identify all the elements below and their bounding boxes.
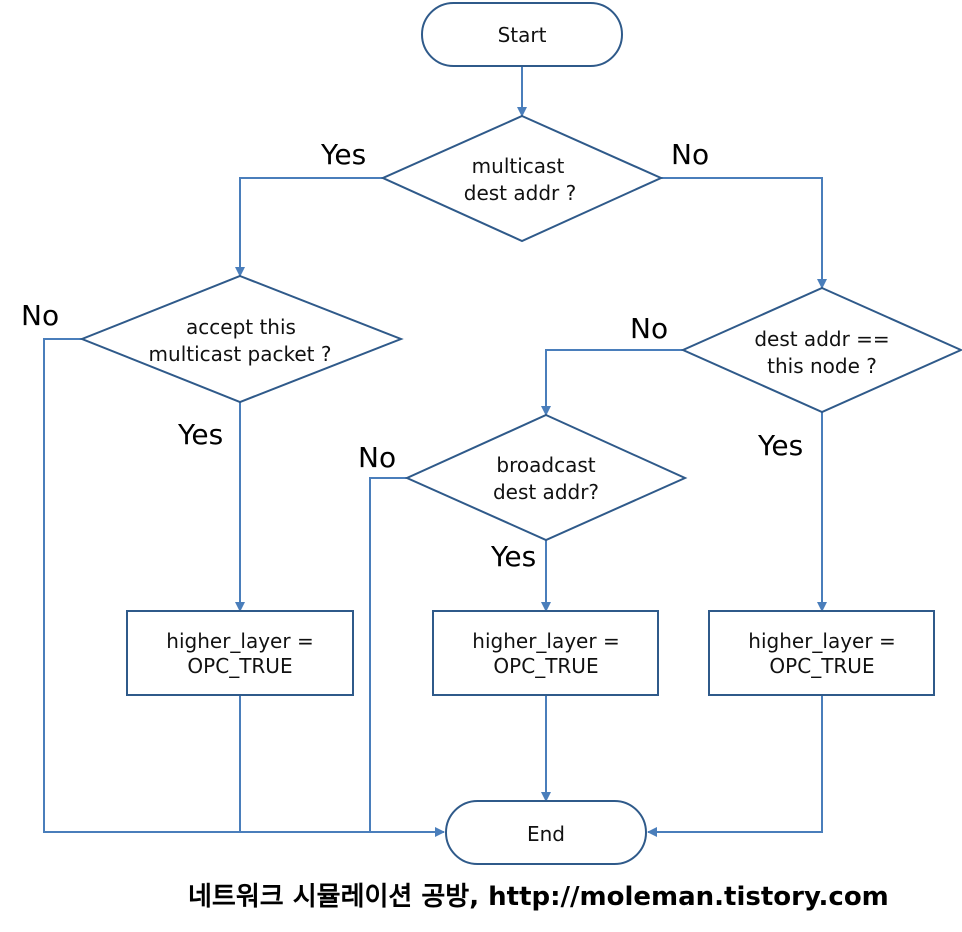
- end-label: End: [527, 822, 565, 846]
- broadcast-decision: [404, 413, 688, 542]
- broadcast-label-line1: broadcast: [496, 453, 595, 477]
- label-broadcast-no: No: [358, 441, 396, 474]
- edge-multicast-yes: [235, 177, 383, 277]
- higher-layer-box-right: [708, 610, 935, 696]
- accept-label-line2: multicast packet ?: [149, 342, 332, 366]
- multicast-decision: [380, 114, 664, 243]
- edge-dest-no: [541, 349, 683, 416]
- end-terminal: [445, 800, 647, 865]
- edge-multicast-no: [661, 177, 827, 289]
- label-accept-yes: Yes: [177, 418, 223, 451]
- label-broadcast-yes: Yes: [490, 540, 536, 573]
- dest-label-line1: dest addr ==: [754, 327, 889, 351]
- box-mid-line2: OPC_TRUE: [493, 654, 598, 678]
- box-left-line2: OPC_TRUE: [187, 654, 292, 678]
- accept-label-line1: accept this: [186, 315, 296, 339]
- accept-decision: [79, 274, 404, 404]
- box-right-line2: OPC_TRUE: [769, 654, 874, 678]
- edge-broadcast-no: [369, 477, 407, 832]
- dest-label-line2: this node ?: [767, 354, 877, 378]
- box-right-line1: higher_layer =: [748, 629, 895, 653]
- label-multicast-no: No: [671, 138, 709, 171]
- broadcast-label-line2: dest addr?: [493, 480, 599, 504]
- higher-layer-box-mid: [432, 610, 659, 696]
- footer-credit: 네트워크 시뮬레이션 공방, http://moleman.tistory.co…: [188, 882, 889, 912]
- box-mid-line1: higher_layer =: [472, 629, 619, 653]
- start-terminal: [421, 2, 623, 67]
- label-accept-no: No: [21, 299, 59, 332]
- label-multicast-yes: Yes: [320, 138, 366, 171]
- connectors: [43, 66, 827, 837]
- edge-box-right-end: [647, 695, 823, 837]
- edge-accept-no: [43, 338, 445, 837]
- higher-layer-box-left: [126, 610, 354, 696]
- label-dest-yes: Yes: [757, 429, 803, 462]
- multicast-label-line1: multicast: [472, 154, 565, 178]
- start-label: Start: [498, 23, 547, 47]
- multicast-label-line2: dest addr ?: [464, 181, 576, 205]
- box-left-line1: higher_layer =: [166, 629, 313, 653]
- label-dest-no: No: [630, 312, 668, 345]
- dest-decision: [680, 286, 962, 414]
